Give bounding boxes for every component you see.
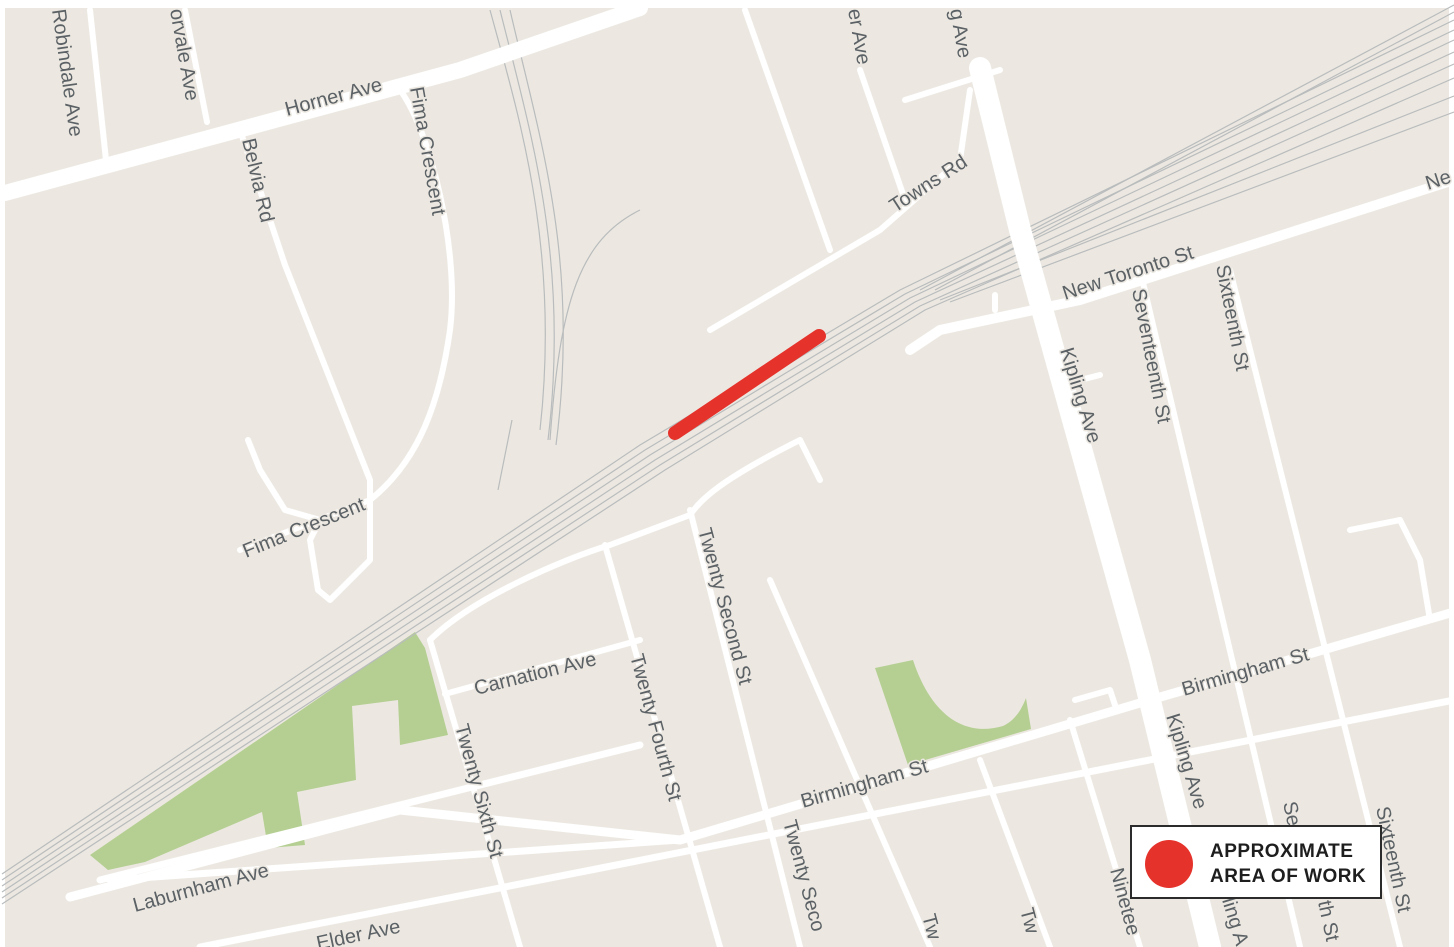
road-small-1	[1072, 687, 1118, 708]
road-towns	[707, 87, 973, 333]
road-er-lane	[857, 67, 908, 203]
parks	[90, 632, 1031, 870]
road-er-ave	[742, 7, 833, 253]
work-area-segment[interactable]	[668, 329, 826, 440]
legend-line-2: AREA OF WORK	[1210, 866, 1367, 887]
road-elder	[196, 696, 1454, 947]
legend-line-1: APPROXIMATE	[1210, 841, 1354, 862]
road-robindale	[87, 7, 109, 163]
road-horner	[0, 0, 648, 201]
park-east	[875, 660, 1031, 765]
road-south-curve	[427, 437, 823, 643]
road-cul-de-sac	[1347, 517, 1433, 623]
road-carnation	[442, 637, 643, 697]
road-fima	[237, 87, 455, 553]
road-belvia	[237, 127, 373, 603]
road-laburnham	[96, 741, 644, 884]
park-west	[90, 632, 448, 870]
legend-label: APPROXIMATE AREA OF WORK	[1210, 839, 1366, 889]
road-22nd	[687, 507, 803, 947]
road-top-lane	[902, 67, 1003, 103]
road-24th	[602, 542, 723, 947]
road-small-3	[1077, 372, 1103, 383]
road-lane-1	[767, 577, 933, 947]
road-birmingham	[65, 607, 1454, 902]
road-birmingham-west	[106, 836, 684, 884]
map-legend: APPROXIMATE AREA OF WORK	[1130, 825, 1382, 899]
road-19th	[1067, 717, 1143, 947]
road-new-toronto	[905, 175, 1454, 355]
road-kipling	[969, 57, 1221, 947]
road-orvale	[182, 7, 210, 125]
road-lane-2	[977, 757, 1053, 947]
work-area-marker-icon	[1145, 840, 1193, 888]
